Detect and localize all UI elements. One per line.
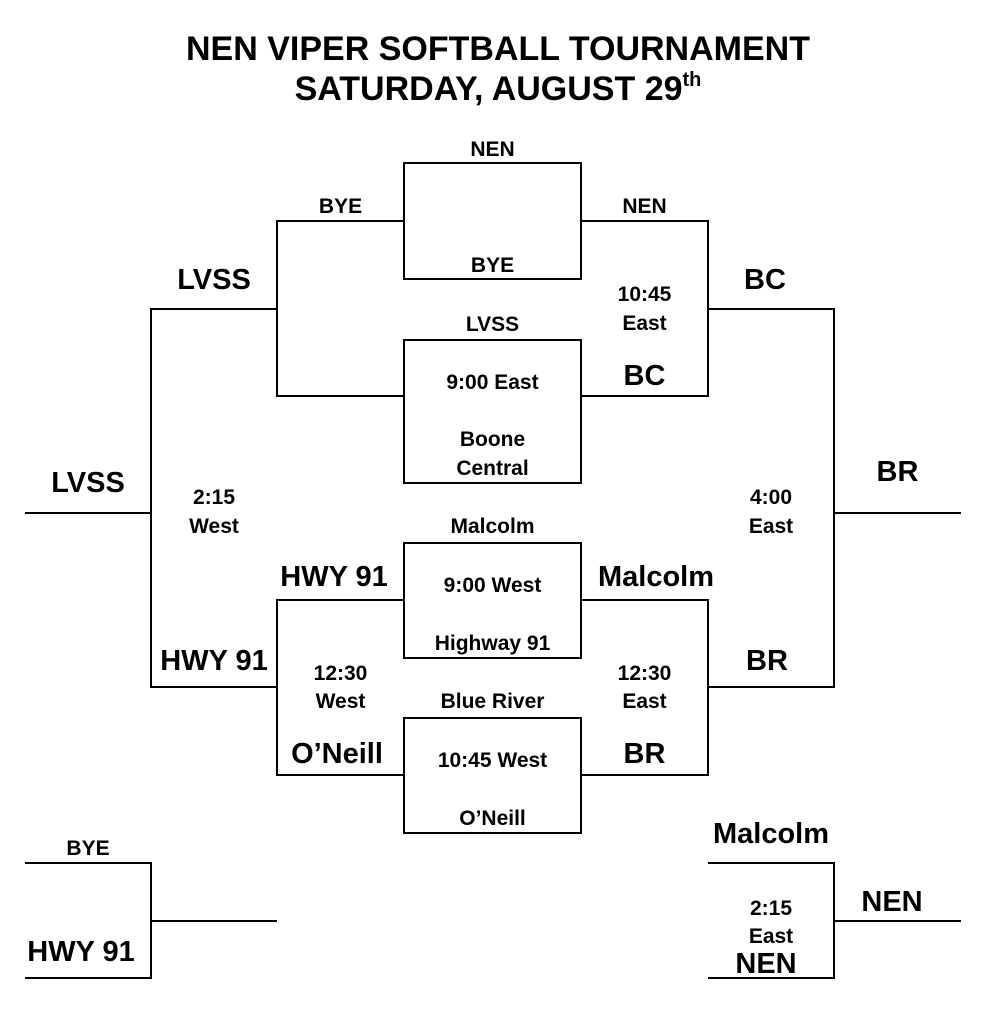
game1-bottom-team: BYE: [470, 254, 515, 277]
r2-right-lower-bottom: BR: [623, 738, 666, 770]
game4-top-team: Blue River: [440, 690, 545, 713]
game3-top-team: Malcolm: [450, 515, 535, 538]
semi-left-time: 2:15: [192, 486, 236, 509]
final-right-team: BR: [876, 456, 919, 488]
page-title: NEN VIPER SOFTBALL TOURNAMENT: [186, 30, 810, 68]
extra-right-top: Malcolm: [712, 818, 830, 850]
extra-right-winner: NEN: [861, 886, 923, 918]
bracket-left-semi: [150, 308, 277, 688]
r2-left-lower-bottom: O’Neill: [291, 738, 383, 770]
r2-left-lower-location: West: [315, 690, 366, 713]
game2-top-team: LVSS: [465, 313, 520, 336]
bracket-right-semi: [708, 308, 835, 688]
r2-right-upper-bottom: BC: [623, 360, 666, 392]
extra-left-bottom: HWY 91: [27, 936, 135, 968]
r2-right-upper-time: 10:45: [617, 283, 672, 306]
r2-right-lower-top: Malcolm: [597, 561, 715, 593]
extra-right-location: East: [748, 925, 794, 948]
final-left-team: LVSS: [51, 467, 125, 499]
subtitle-date: SATURDAY, AUGUST 29: [294, 70, 683, 108]
r2-right-lower-time: 12:30: [617, 662, 672, 685]
game1-top-team: NEN: [470, 138, 515, 161]
game4-bottom-team: O’Neill: [459, 807, 526, 830]
game2-time: 9:00 East: [446, 371, 539, 394]
semi-left-top-team: LVSS: [177, 264, 251, 296]
semi-left-bottom-team: HWY 91: [160, 645, 268, 677]
r2-right-upper-location: East: [622, 312, 667, 335]
extra-right-time: 2:15: [749, 897, 793, 920]
semi-right-bottom-team: BR: [746, 645, 788, 677]
semi-right-time: 4:00: [749, 486, 793, 509]
semi-right-location: East: [748, 515, 794, 538]
r2-left-lower-top: HWY 91: [280, 561, 388, 593]
r2-right-upper-top: NEN: [622, 195, 667, 218]
extra-left-top: BYE: [66, 837, 110, 860]
bracket-left-upper: [276, 220, 404, 397]
r2-left-upper-top: BYE: [318, 195, 363, 218]
extra-right-bottom: NEN: [735, 948, 797, 980]
game4-time: 10:45 West: [437, 749, 548, 772]
game-box-lvss-boone: [403, 339, 582, 484]
r2-right-lower-location: East: [622, 690, 667, 713]
game2-bottom-team-line2: Central: [456, 457, 529, 480]
game2-bottom-team-line1: Boone: [459, 428, 526, 451]
semi-right-top-team: BC: [744, 264, 786, 296]
game3-bottom-team: Highway 91: [434, 632, 551, 655]
page-subtitle: SATURDAY, AUGUST 29th: [0, 69, 996, 108]
game3-time: 9:00 West: [443, 574, 542, 597]
subtitle-date-suffix: th: [682, 69, 702, 91]
semi-left-location: West: [189, 515, 239, 538]
r2-left-lower-time: 12:30: [313, 662, 368, 685]
